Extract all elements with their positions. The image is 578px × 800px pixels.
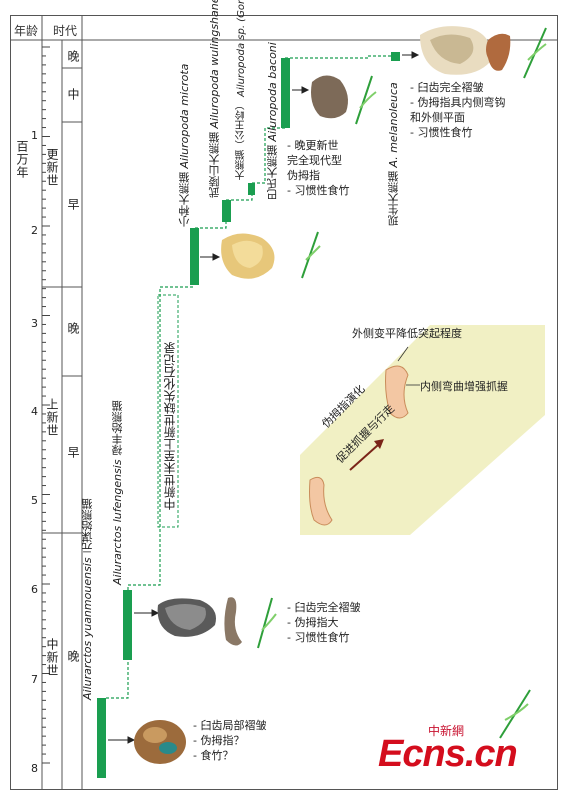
period-header: 时代 (53, 24, 78, 38)
taxon-label-gongwangling: 大熊猫（公王岭） Ailuropoda sp. (Gongwangling) (236, 0, 247, 180)
range-bar-modern (391, 52, 400, 61)
callout-note-top: 外侧变平降低突起程度 (352, 327, 462, 340)
fossil-tooth-yuanmou (134, 720, 186, 764)
bamboo-icon (301, 231, 321, 279)
fossil-tooth-lufeng (157, 598, 216, 637)
watermark-logo-cn: 中新網 (428, 724, 465, 738)
range-bar-gongwangling (248, 183, 255, 195)
watermark-logo: Ecns.cn (378, 733, 518, 775)
sub-early: 早 (66, 198, 80, 211)
notes-lufeng: - 臼齿完全褶皱- 伪拇指大- 习惯性食竹 (287, 601, 361, 644)
range-bar-microta (190, 228, 199, 285)
pseudothumb-modern (486, 33, 511, 71)
evolution-arrow (349, 439, 384, 471)
epoch-pleistocene: 更新世 (45, 148, 59, 187)
tick-label: 8 (31, 762, 38, 775)
bamboo-icon (257, 597, 277, 649)
age-header: 年龄 (14, 24, 39, 38)
bamboo-icon (523, 27, 547, 79)
notes-modern: - 臼齿完全褶皱- 伪拇指具内侧弯钩 和外侧平面- 习惯性食竹 (410, 81, 506, 139)
tick-label: 1 (31, 129, 38, 142)
pseudothumb-small (309, 476, 333, 526)
fossil-gap-label: 中新世末至上新世缺失化石记录 (163, 342, 177, 510)
notes-yuanmou: - 臼齿局部褶皱- 伪拇指？- 食竹？ (193, 719, 267, 762)
sub-late: 晚 (66, 650, 80, 663)
tick-label: 3 (31, 317, 38, 330)
sub-early: 早 (66, 446, 80, 459)
epoch-miocene: 中新世 (45, 638, 59, 677)
unit-label: 百万年 (15, 140, 29, 179)
pseudothumb-large (385, 365, 409, 419)
pseudothumb-callout (300, 325, 545, 535)
callout-note-right: 内侧弯曲增强抓握 (420, 380, 508, 393)
ancestry-connectors (106, 55, 391, 699)
chart-frame (10, 15, 558, 790)
notes-late-pleistocene: - 晚更新世 完全现代型 伪拇指- 习惯性食竹 (287, 139, 350, 197)
taxon-label-wulingshan: 武陵山大熊猫 Ailuropoda wulingshanensis (208, 0, 221, 198)
range-bar-baconi (281, 58, 290, 128)
taxon-label-yuanmou: Ailurarctos yuanmouensis 元谋始熊猫 (81, 498, 94, 700)
sub-late: 晚 (66, 322, 80, 335)
taxon-label-lufeng: Ailurarctos lufengensis 禄丰始熊猫 (111, 400, 124, 585)
range-bar-yuanmou (97, 698, 106, 778)
pointer-arrows (108, 51, 420, 744)
fossil-tooth-modern (420, 26, 491, 75)
tick-label: 4 (31, 405, 38, 418)
pseudothumb-lufeng (224, 597, 242, 646)
tick-label: 2 (31, 224, 38, 237)
bamboo-icon (355, 75, 377, 125)
tick-label: 6 (31, 583, 38, 596)
epoch-pliocene: 上新世 (45, 398, 59, 437)
bamboo-icon (499, 689, 531, 739)
range-bar-lufeng (123, 590, 132, 660)
tick-label: 7 (31, 673, 38, 686)
taxon-label-microta: 小种大熊猫 Ailuropoda microta (178, 63, 191, 227)
tick-label: 5 (31, 494, 38, 507)
fossil-gap-box (157, 294, 179, 528)
taxon-label-baconi: 巴氏大熊猫 Ailuropoda baconi (266, 42, 279, 200)
sub-late: 晚 (66, 50, 80, 63)
fossil-bone-baconi (311, 75, 348, 119)
fossil-tooth-microta (221, 233, 275, 279)
range-bar-wulingshan (222, 200, 231, 222)
taxon-label-modern: 现生大熊猫 A. melanoleuca (387, 82, 400, 226)
sub-middle: 中 (66, 88, 80, 101)
